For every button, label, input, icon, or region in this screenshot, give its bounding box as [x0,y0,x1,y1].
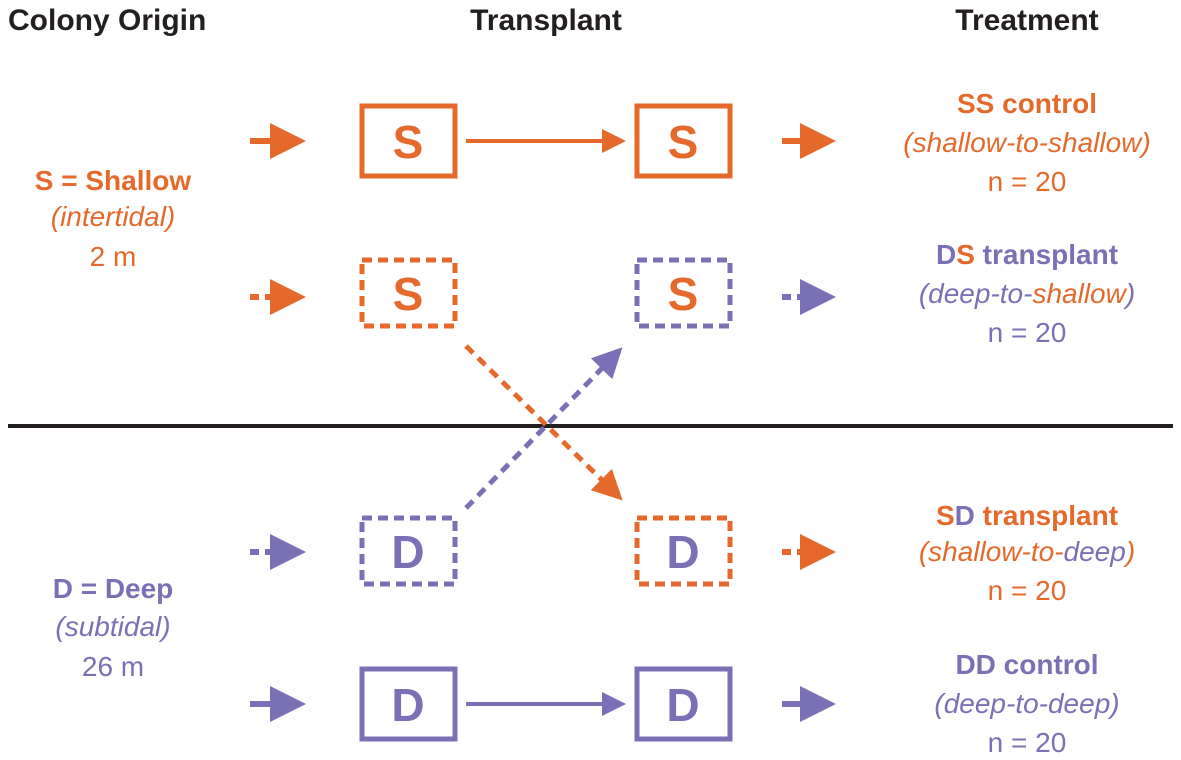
box-ds-dest-letter: S [668,268,699,320]
row-ss-control: S S [250,103,836,179]
treatment-ss-n: n = 20 [988,166,1067,197]
box-sd-origin-letter: D [391,526,424,578]
treatment-dd: DD control (deep-to-deep) n = 20 [934,649,1119,758]
box-dd-origin [359,666,458,742]
origin-shallow-title: S = Shallow [35,165,192,196]
box-ss-dest [634,103,733,179]
origin-deep-subtitle: (subtidal) [55,611,170,642]
treatment-sd: SD transplant (shallow-to-deep) n = 20 [919,500,1135,606]
treatment-sd-subtitle: (shallow-to-deep) [919,536,1135,567]
arrow-cross-deep-to-shallow [464,347,623,510]
treatment-ds-title: DS transplant [936,239,1118,270]
origin-deep-depth: 26 m [82,651,144,682]
treatment-ds-subtitle: (deep-to-shallow) [919,278,1135,309]
treatment-ss-title: SS control [957,88,1097,119]
treatment-sd-n: n = 20 [988,575,1067,606]
box-dd-dest [634,666,733,742]
origin-deep: D = Deep (subtidal) 26 m [53,573,174,682]
origin-deep-title: D = Deep [53,573,174,604]
row-sd-transplant: D D [250,515,836,587]
box-dd-dest-letter: D [666,679,699,731]
box-dd-origin-letter: D [391,679,424,731]
header-treatment: Treatment [955,4,1098,37]
treatment-sd-title: SD transplant [936,500,1118,531]
treatment-ds-n: n = 20 [988,317,1067,348]
origin-shallow-subtitle: (intertidal) [51,201,175,232]
origin-shallow-depth: 2 m [90,241,137,272]
row-dd-control: D D [250,666,836,742]
treatment-dd-subtitle: (deep-to-deep) [934,688,1119,719]
row-ds-transplant: S S [250,257,836,329]
header-colony-origin: Colony Origin [8,4,206,37]
box-ss-origin-letter: S [393,116,424,168]
treatment-dd-n: n = 20 [988,727,1067,758]
box-ss-origin [359,103,458,179]
treatment-dd-title: DD control [955,649,1098,680]
origin-shallow: S = Shallow (intertidal) 2 m [35,165,192,272]
treatment-ds: DS transplant (deep-to-shallow) n = 20 [919,239,1135,348]
header-transplant: Transplant [470,4,622,37]
box-sd-dest-letter: D [666,526,699,578]
arrow-cross-shallow-to-deep [464,344,623,501]
treatment-ss-subtitle: (shallow-to-shallow) [903,127,1150,158]
box-ds-origin-letter: S [393,268,424,320]
box-ss-dest-letter: S [668,116,699,168]
treatment-ss: SS control (shallow-to-shallow) n = 20 [903,88,1150,197]
